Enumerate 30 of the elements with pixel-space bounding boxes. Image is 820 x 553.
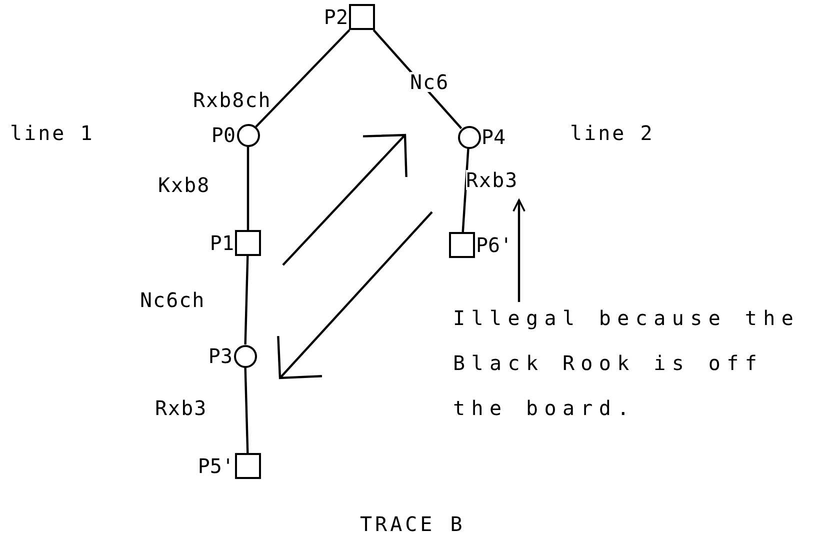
line-label: line 2 (570, 123, 654, 143)
position-label: P1 (210, 233, 234, 253)
tree-branch (255, 29, 350, 128)
position-circle (234, 344, 256, 368)
position-label: P6' (476, 235, 512, 255)
tree-branch (246, 146, 250, 230)
position-square (235, 453, 261, 479)
position-square (235, 230, 261, 256)
tree-branch (462, 148, 470, 232)
position-label: P2 (324, 7, 348, 27)
tree-branch (244, 367, 249, 454)
line-label: line 1 (10, 123, 94, 143)
leader-arrow (512, 199, 526, 302)
position-circle (236, 124, 260, 146)
caption: TRACE B (360, 514, 466, 534)
position-label: P3 (208, 346, 232, 366)
position-label: P4 (482, 127, 506, 147)
position-square (449, 232, 475, 258)
position-circle (458, 126, 480, 148)
move-label: Nc6ch (140, 290, 206, 310)
move-label: Nc6 (410, 72, 450, 92)
move-label: Rxb3 (466, 170, 518, 190)
tree-branch (244, 256, 249, 345)
position-label: P5' (198, 456, 234, 476)
move-label: Kxb8 (158, 175, 210, 195)
position-square (349, 4, 375, 30)
position-label: P0 (211, 125, 236, 145)
note-text: Illegal because the Black Rook is off the board. (453, 296, 819, 431)
move-label: Rxb8ch (193, 90, 272, 110)
move-label: Rxb3 (155, 398, 208, 418)
